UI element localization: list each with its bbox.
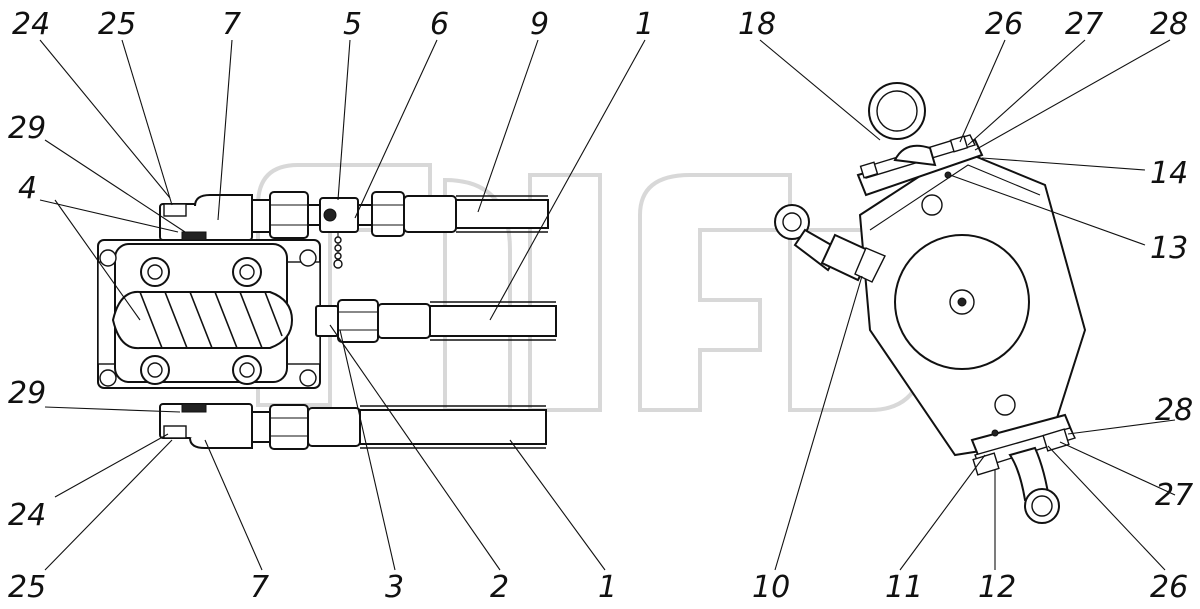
label-14: 14 (1150, 156, 1188, 191)
top-bracket (159, 194, 253, 241)
label-4: 4 (18, 171, 37, 206)
label-28-bottom: 28 (1155, 393, 1193, 428)
label-25-bottom: 25 (8, 570, 46, 605)
label-27-bottom: 27 (1155, 478, 1193, 513)
label-3: 3 (385, 570, 404, 605)
label-12: 12 (978, 570, 1016, 605)
label-9: 9 (530, 7, 549, 42)
callout-labels: 24 25 7 5 6 9 1 29 4 29 24 25 7 3 2 1 18… (8, 7, 1193, 605)
label-2: 2 (490, 570, 509, 605)
label-7-bottom: 7 (250, 570, 269, 605)
label-26-bottom: 26 (1150, 570, 1188, 605)
label-11: 11 (885, 570, 923, 605)
mounting-bolts (99, 249, 317, 387)
label-1-bottom: 1 (598, 570, 617, 605)
label-6: 6 (430, 7, 449, 42)
label-7-top: 7 (222, 7, 241, 42)
top-pipe-assembly (251, 191, 549, 269)
label-5: 5 (343, 7, 362, 42)
label-29-top: 29 (8, 111, 46, 146)
label-1-top: 1 (635, 7, 654, 42)
label-26-top: 26 (985, 7, 1023, 42)
label-25-top: 25 (98, 7, 136, 42)
label-24-bottom: 24 (8, 498, 46, 533)
helical-gears (111, 290, 294, 350)
middle-pipe-assembly (315, 299, 557, 343)
top-mount (856, 82, 984, 197)
label-24-top: 24 (12, 7, 50, 42)
label-18: 18 (738, 7, 776, 42)
label-29-bottom: 29 (8, 376, 46, 411)
label-27-top: 27 (1065, 7, 1103, 42)
bottom-mount (970, 413, 1076, 524)
leader-lines (39, 39, 1176, 571)
right-view (774, 82, 1087, 524)
left-view (97, 191, 557, 450)
label-10: 10 (752, 570, 790, 605)
angled-fitting (774, 204, 886, 283)
bottom-bracket (159, 403, 253, 449)
bottom-pipe-assembly (251, 404, 547, 450)
label-13: 13 (1150, 231, 1188, 266)
label-28-top: 28 (1150, 7, 1188, 42)
